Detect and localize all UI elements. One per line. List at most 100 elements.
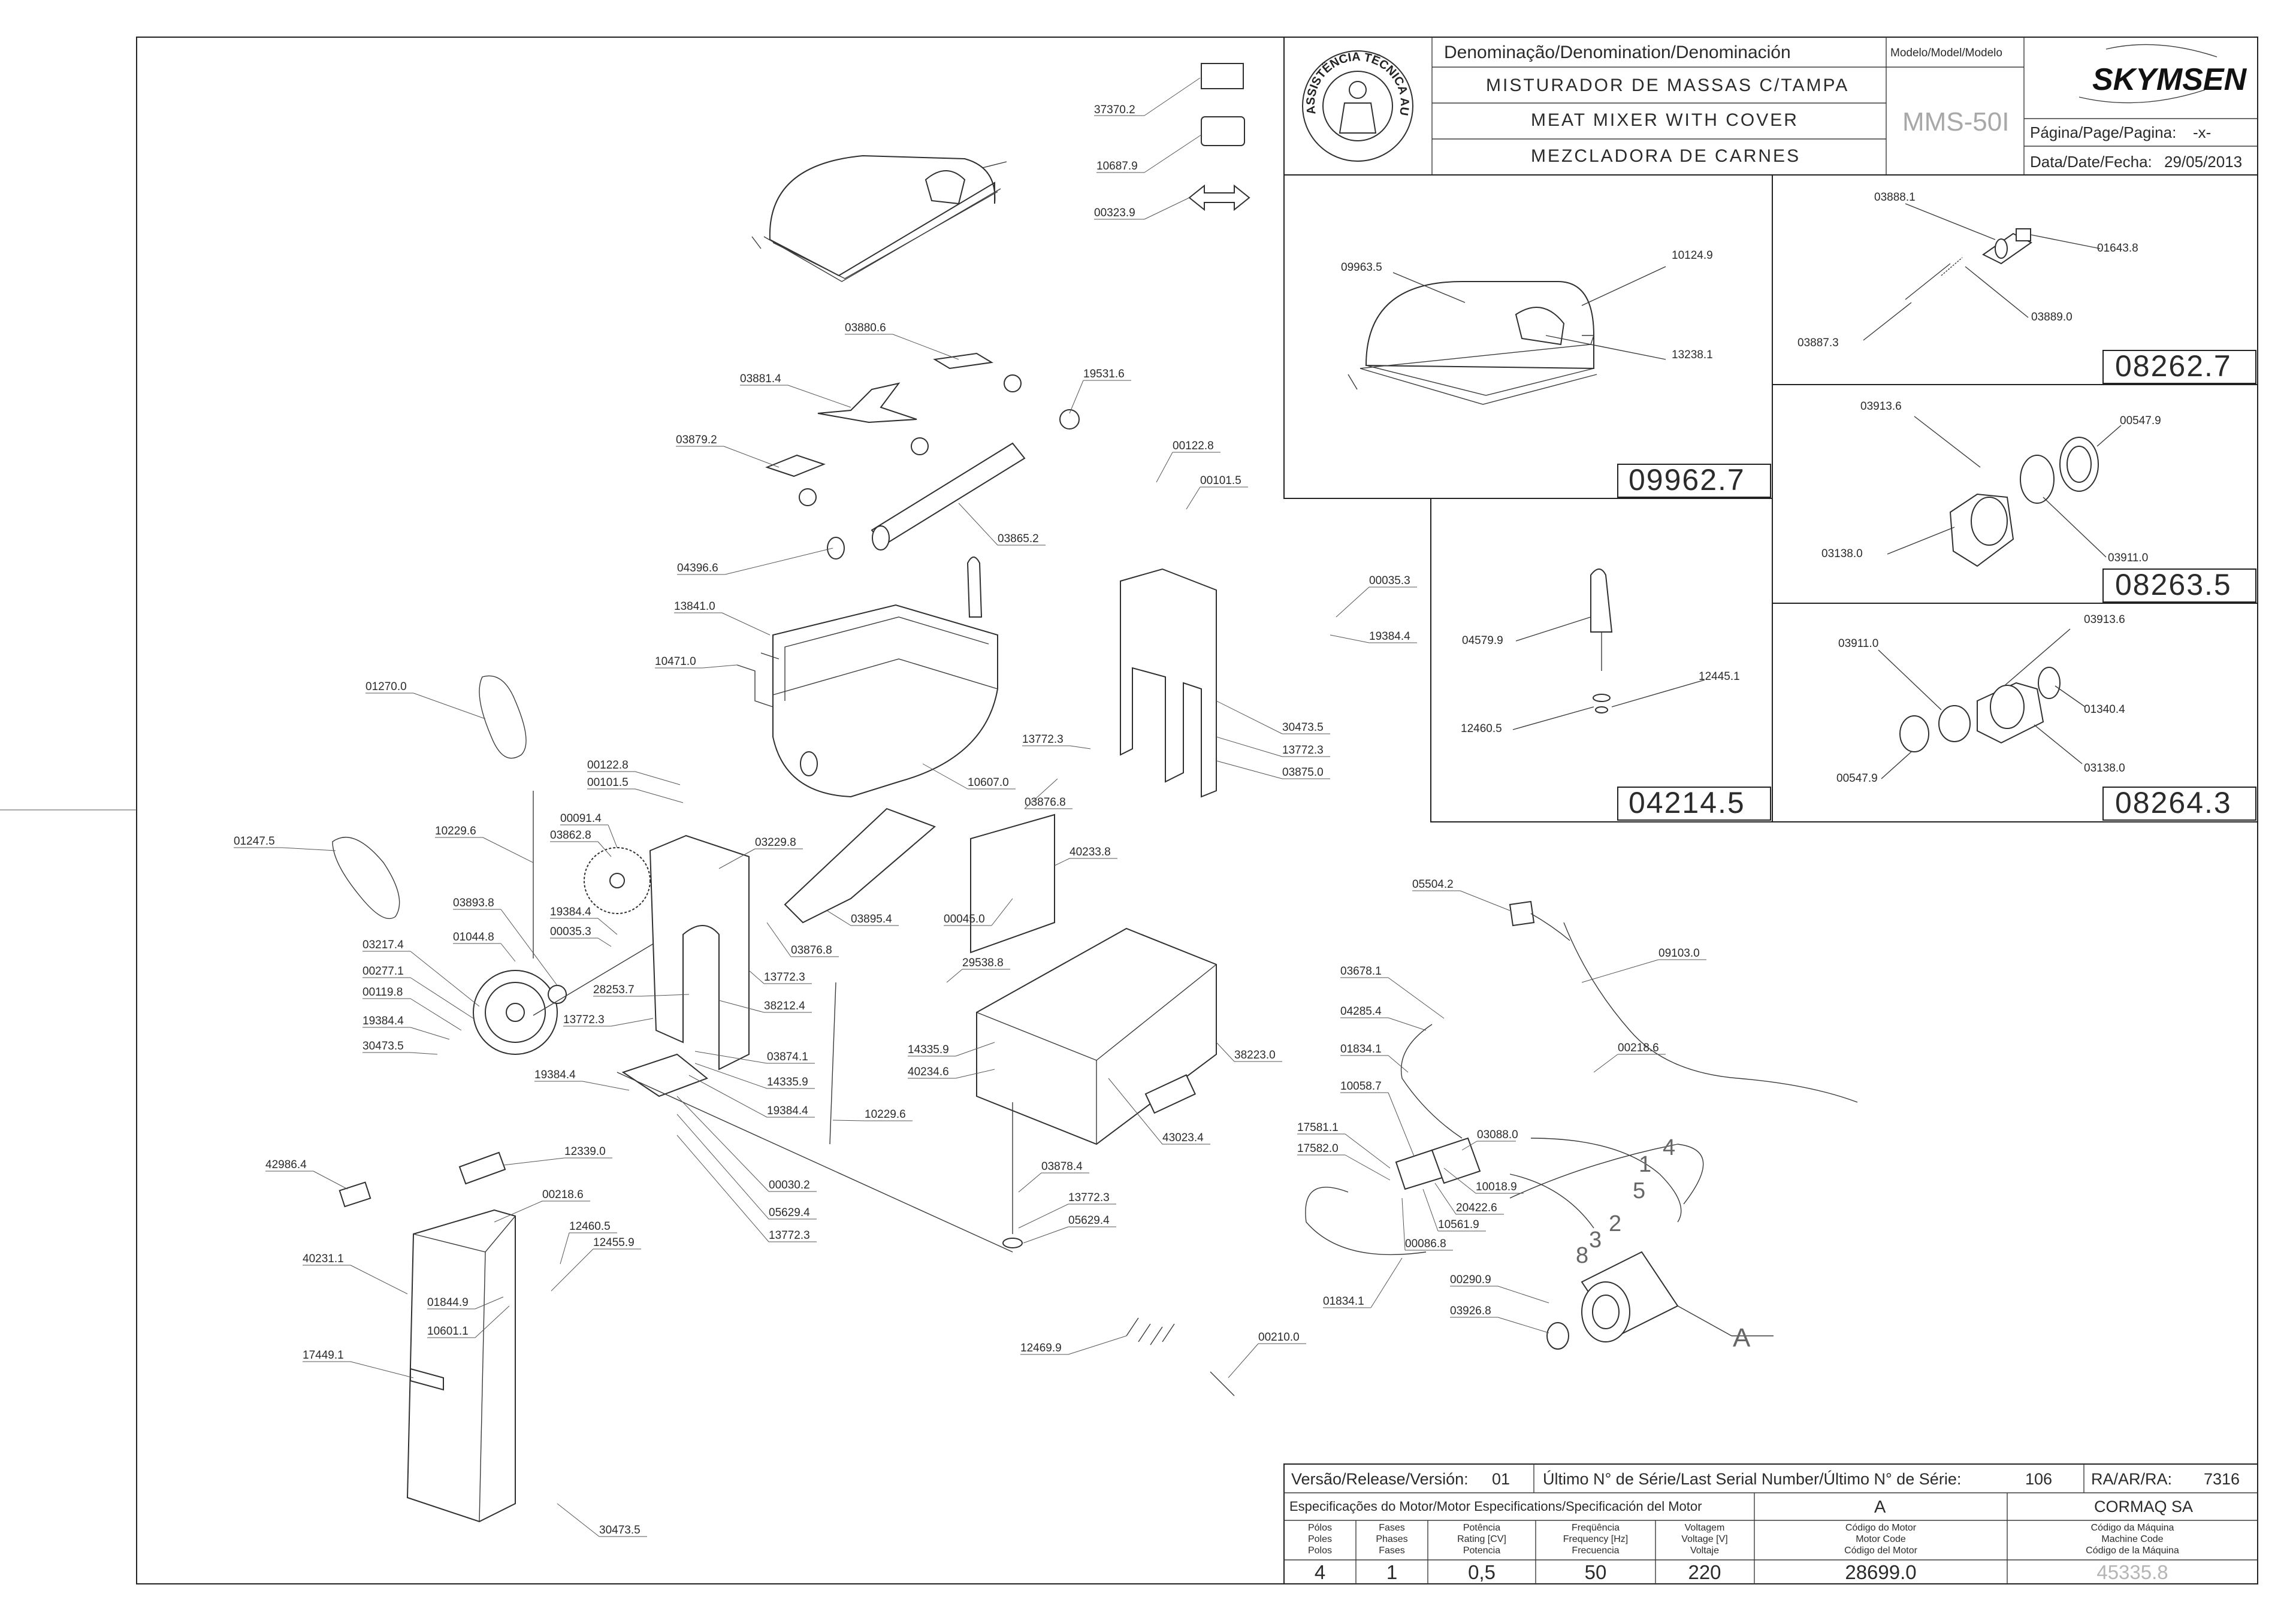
callout: 03876.8	[1025, 796, 1066, 809]
wire-number: 4	[1663, 1135, 1675, 1160]
plug	[1509, 900, 1535, 927]
callout: 28253.7	[593, 984, 635, 996]
machine-code-value: 45335.8	[2096, 1561, 2168, 1583]
release-value: 01	[1492, 1470, 1510, 1488]
paddle-2	[817, 382, 917, 424]
serial-label: Último N° de Série/Last Serial Number/Úl…	[1543, 1469, 1961, 1488]
callout: 03879.2	[676, 434, 717, 446]
side-panel	[970, 813, 1055, 954]
panel-bearing-housing-b: 03911.0 03913.6 01340.4 03138.0 00547.9 …	[1836, 613, 2256, 821]
callout: 00119.8	[362, 986, 403, 999]
assembly-code-housing-a: 08263.5	[2115, 568, 2232, 601]
callout: 10561.9	[1438, 1218, 1479, 1231]
callout: 00218.6	[542, 1188, 584, 1201]
callout: 10229.6	[865, 1108, 906, 1121]
callout: 17582.0	[1297, 1142, 1339, 1155]
seal-text: ASSISTÊNCIA TÉCNICA AUTORIZADA	[0, 0, 1411, 116]
callout-pin-cap: 01643.8	[2097, 242, 2138, 255]
callout: 17581.1	[1297, 1121, 1339, 1134]
callout: 00122.8	[1173, 440, 1214, 452]
callout: 12455.9	[593, 1236, 635, 1249]
callout-seal-a: 03911.0	[2108, 552, 2148, 564]
page-value: -x-	[2193, 123, 2211, 141]
callout: 19384.4	[767, 1105, 808, 1117]
callout-bearing-b: 00547.9	[1836, 772, 1878, 785]
panel-bearing-housing-a: 03913.6 00547.9 03138.0 03911.0 08263.5	[1821, 400, 2256, 603]
rating-value: 0,5	[1468, 1561, 1496, 1583]
col-label: Pólos	[1308, 1523, 1332, 1533]
callout: 03865.2	[998, 533, 1039, 545]
paddle-3	[765, 454, 826, 477]
callout: 03881.4	[740, 373, 781, 385]
column-housing	[406, 1209, 516, 1523]
callout: 03678.1	[1340, 965, 1382, 978]
callout: 01044.8	[453, 931, 494, 943]
callout: 05504.2	[1412, 878, 1454, 891]
wire-number: 5	[1633, 1178, 1645, 1203]
col-label: Machine Code	[2101, 1534, 2163, 1544]
callout-handle-grip: 04579.9	[1462, 634, 1503, 647]
main-exploded-view	[332, 63, 1858, 1523]
model-header: Modelo/Model/Modelo	[1890, 47, 2002, 59]
name-portuguese: MISTURADOR DE MASSAS C/TAMPA	[1486, 75, 1849, 95]
callout: 19384.4	[362, 1015, 404, 1027]
col-label: Potência	[1463, 1523, 1500, 1533]
callout: 09103.0	[1658, 947, 1700, 960]
switch-block	[1431, 1137, 1481, 1184]
side-bracket	[621, 1053, 708, 1097]
callout-housing-b: 03138.0	[2084, 762, 2125, 775]
mixing-tank	[772, 604, 998, 798]
date-value: 29/05/2013	[2164, 153, 2242, 171]
callout: 03229.8	[755, 836, 796, 849]
callout: 03893.8	[453, 897, 494, 909]
callout: 38212.4	[764, 1000, 805, 1012]
callout: 00101.5	[587, 776, 629, 789]
callout: 12469.9	[1020, 1342, 1062, 1354]
callout: 40233.8	[1070, 846, 1111, 858]
callout-pin-rod: 03887.3	[1797, 337, 1839, 349]
ra-value: 7316	[2204, 1470, 2240, 1488]
callout: 00086.8	[1405, 1238, 1446, 1250]
name-spanish: MEZCLADORA DE CARNES	[1531, 146, 1800, 166]
callout: 00091.4	[560, 812, 602, 825]
callout-grease-nipple-a: 03913.6	[1860, 400, 1902, 413]
col-label: Fases	[1379, 1546, 1405, 1556]
callout: 13772.3	[764, 971, 805, 984]
callout-bearing-a: 00547.9	[2120, 415, 2161, 427]
brand-logo: SKYMSEN	[2079, 44, 2247, 104]
callout: 14335.9	[908, 1044, 949, 1056]
callout: 38223.0	[1234, 1049, 1276, 1062]
callout: 00030.2	[769, 1179, 810, 1191]
callout: 03878.4	[1041, 1160, 1083, 1173]
arrow-sticker	[1188, 184, 1250, 211]
poles-value: 4	[1315, 1561, 1325, 1583]
col-label: Phases	[1376, 1534, 1407, 1544]
callout: 10687.9	[1096, 160, 1138, 173]
callout: 00035.3	[550, 926, 591, 938]
col-label: Polos	[1308, 1546, 1332, 1556]
ra-label: RA/AR/RA:	[2091, 1470, 2172, 1488]
callout: 01834.1	[1323, 1295, 1364, 1308]
model-code: MMS-50I	[1902, 107, 2009, 137]
callout: 13772.3	[1022, 733, 1064, 746]
callout: 43023.4	[1162, 1132, 1204, 1144]
callout: 00122.8	[587, 759, 629, 772]
assembly-code-handle: 04214.5	[1629, 786, 1745, 819]
callout: 10607.0	[968, 776, 1009, 789]
callout: 03217.4	[362, 939, 404, 951]
sub-assembly-panels: 09963.5 10124.9 13238.1 09962.7 03888.1 …	[1283, 174, 2258, 822]
callout-handle-nut: 12445.1	[1699, 670, 1740, 683]
motor-spec-label: Especificações do Motor/Motor Especifica…	[1289, 1499, 1702, 1514]
callout: 10471.0	[655, 655, 696, 668]
denomination-header: Denominação/Denomination/Denominación	[1444, 43, 1791, 62]
callout: 30473.5	[362, 1040, 404, 1053]
callout: 14335.9	[767, 1076, 808, 1088]
callout: 01844.9	[427, 1296, 469, 1309]
callout-handle-washer: 12460.5	[1461, 722, 1502, 735]
motor	[1546, 1251, 1774, 1350]
left-frame	[649, 834, 750, 1070]
col-label: Freqüência	[1572, 1523, 1620, 1533]
callout: 13772.3	[1282, 744, 1324, 757]
callout: 20422.6	[1456, 1202, 1497, 1214]
